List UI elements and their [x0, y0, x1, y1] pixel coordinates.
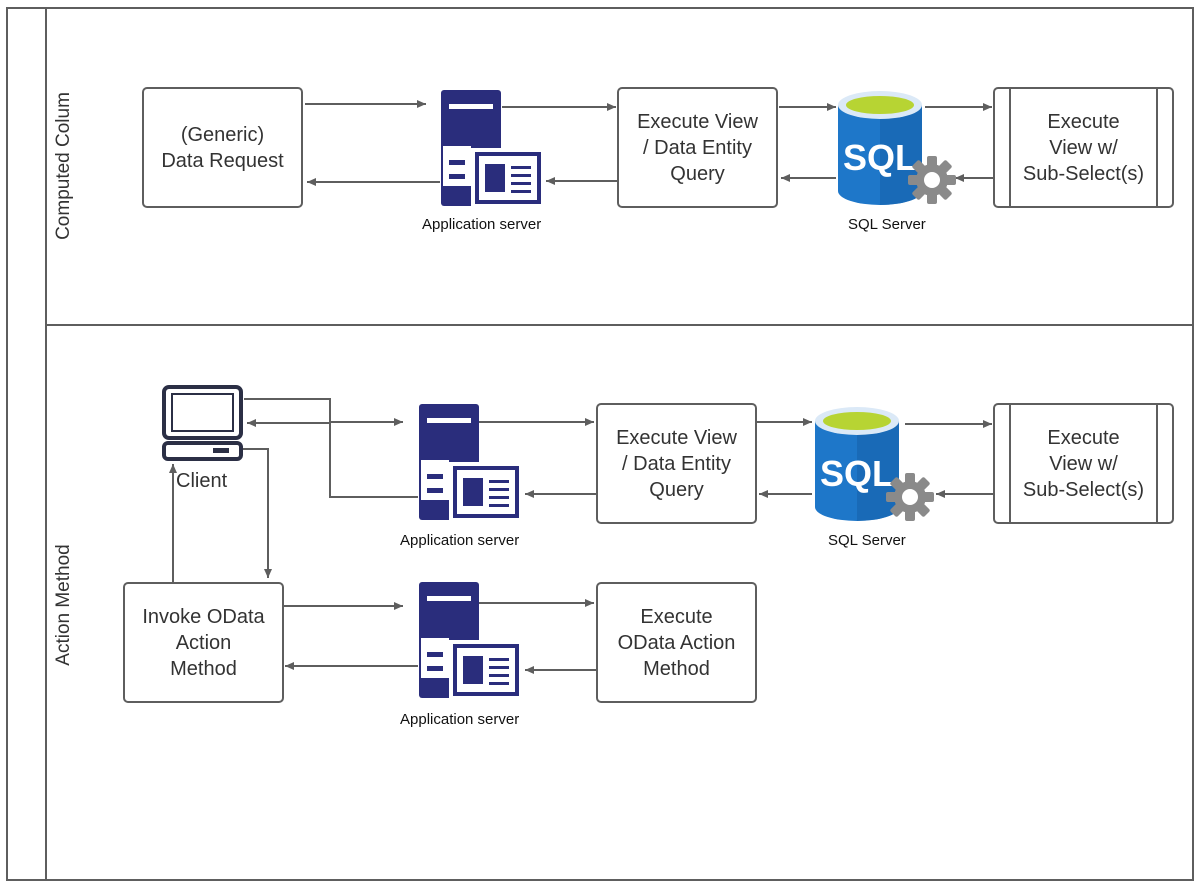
application-server-icon [419, 582, 523, 700]
app-server-caption: Application server [422, 216, 542, 233]
sql-server-icon: SQL [815, 407, 934, 521]
client-computer-icon [162, 385, 243, 461]
sql-server-icon: SQL [838, 91, 956, 205]
node-label: Execute View / Data Entity Query [616, 426, 737, 501]
lane-label-action: Action Method [53, 544, 74, 666]
node-label: Execute View / Data Entity Query [637, 110, 758, 185]
node-label: Invoke OData Action Method [142, 605, 265, 680]
arrow-client-to-invoke [240, 448, 272, 578]
client-label: Client [176, 470, 228, 492]
execute-view-box: Execute View / Data Entity Query [596, 403, 757, 524]
process-divider [1009, 403, 1011, 524]
sql-server-caption: SQL Server [828, 532, 906, 549]
sub-select-process-box: Execute View w/ Sub-Select(s) [993, 87, 1174, 208]
sub-select-process-box: Execute View w/ Sub-Select(s) [993, 403, 1174, 524]
generic-data-request-box: (Generic) Data Request [142, 87, 303, 208]
arrow-server-to-client [247, 419, 418, 498]
app-server-caption: Application server [400, 711, 520, 728]
execute-view-box: Execute View / Data Entity Query [617, 87, 778, 208]
arrow-client-to-server [244, 398, 403, 426]
process-divider [1009, 87, 1011, 208]
lane-label-computed: Computed Colum [53, 92, 74, 240]
execute-odata-box: Execute OData Action Method [596, 582, 757, 703]
sql-label: SQL [820, 453, 894, 494]
process-divider [1156, 87, 1158, 208]
process-divider [1156, 403, 1158, 524]
sql-label: SQL [843, 137, 917, 178]
sql-server-caption: SQL Server [848, 216, 926, 233]
app-server-caption: Application server [400, 532, 520, 549]
node-label: (Generic) Data Request [161, 123, 284, 172]
node-label: Execute OData Action Method [617, 605, 736, 680]
node-label: Execute View w/ Sub-Select(s) [1022, 110, 1145, 185]
invoke-odata-box: Invoke OData Action Method [123, 582, 284, 703]
node-label: Execute View w/ Sub-Select(s) [1022, 426, 1145, 501]
swimlane-frame [6, 7, 1194, 881]
